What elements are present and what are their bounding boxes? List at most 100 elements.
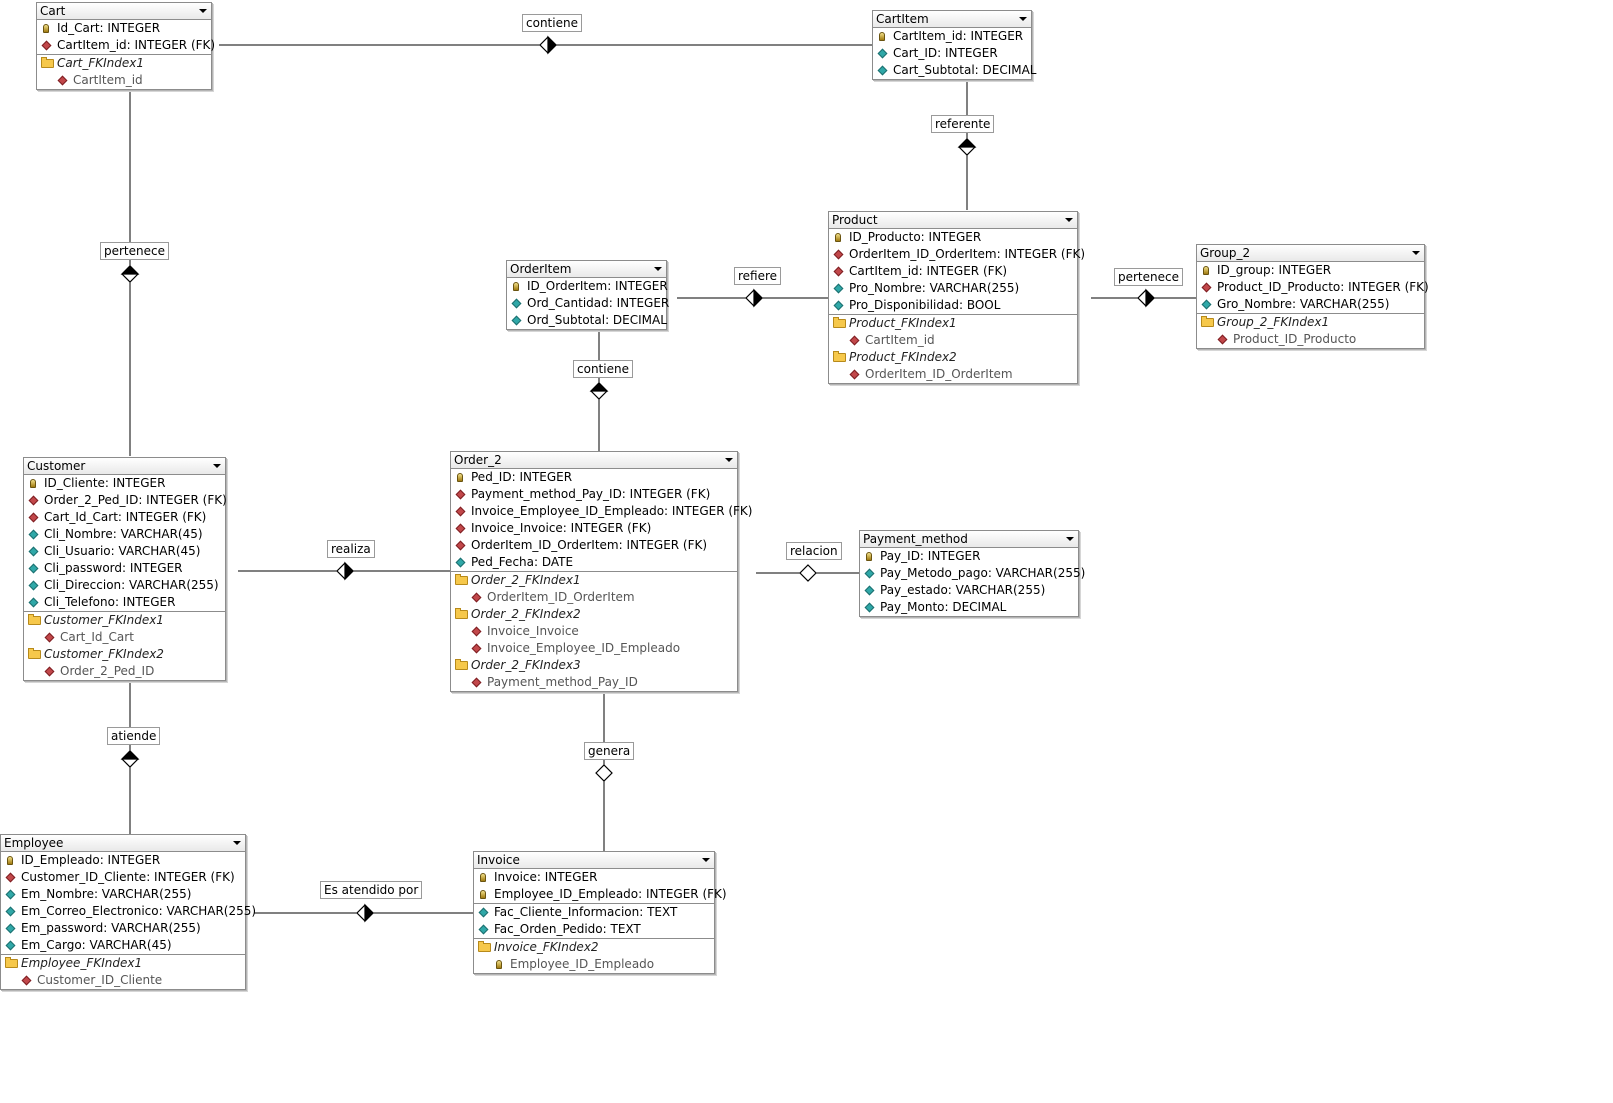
table-header[interactable]: Payment_method	[860, 531, 1078, 548]
column-row[interactable]: Cli_Telefono: INTEGER	[24, 594, 225, 611]
index-column-row[interactable]: OrderItem_ID_OrderItem	[829, 366, 1077, 383]
dropdown-arrow-icon[interactable]	[199, 9, 207, 13]
diamond-contiene-2	[589, 382, 609, 400]
column-row[interactable]: Order_2_Ped_ID: INTEGER (FK)	[24, 492, 227, 509]
index-row[interactable]: Product_FKIndex1	[829, 314, 1077, 332]
column-row[interactable]: Em_Nombre: VARCHAR(255)	[1, 886, 245, 903]
dropdown-arrow-icon[interactable]	[702, 858, 710, 862]
column-row[interactable]: Cli_password: INTEGER	[24, 560, 225, 577]
column-row[interactable]: Cli_Direccion: VARCHAR(255)	[24, 577, 225, 594]
column-row[interactable]: Em_Cargo: VARCHAR(45)	[1, 937, 245, 954]
table-header[interactable]: OrderItem	[507, 261, 666, 278]
index-row[interactable]: Customer_FKIndex2	[24, 646, 225, 663]
column-row[interactable]: Ped_ID: INTEGER	[451, 469, 737, 486]
column-row[interactable]: ID_Cliente: INTEGER	[24, 475, 225, 492]
column-row[interactable]: Cart_Id_Cart: INTEGER (FK)	[24, 509, 225, 526]
column-row[interactable]: Pay_ID: INTEGER	[860, 548, 1078, 565]
index-row[interactable]: Customer_FKIndex1	[24, 611, 225, 629]
dropdown-arrow-icon[interactable]	[1019, 17, 1027, 21]
column-row[interactable]: Ped_Fecha: DATE	[451, 554, 737, 571]
dropdown-arrow-icon[interactable]	[1066, 537, 1074, 541]
column-row[interactable]: Em_Correo_Electronico: VARCHAR(255)	[1, 903, 256, 920]
column-row[interactable]: Product_ID_Producto: INTEGER (FK)	[1197, 279, 1429, 296]
index-column-row[interactable]: OrderItem_ID_OrderItem	[451, 589, 737, 606]
index-column-row[interactable]: Customer_ID_Cliente	[1, 972, 245, 989]
column-row[interactable]: Payment_method_Pay_ID: INTEGER (FK)	[451, 486, 737, 503]
table-header[interactable]: CartItem	[873, 11, 1031, 28]
index-column-row[interactable]: Invoice_Invoice	[451, 623, 737, 640]
dropdown-arrow-icon[interactable]	[213, 464, 221, 468]
column-row[interactable]: Invoice_Invoice: INTEGER (FK)	[451, 520, 737, 537]
column-row[interactable]: CartItem_id: INTEGER (FK)	[829, 263, 1077, 280]
table-header[interactable]: Group_2	[1197, 245, 1424, 262]
column-row[interactable]: Pro_Disponibilidad: BOOL	[829, 297, 1077, 314]
column-row[interactable]: Invoice_Employee_ID_Empleado: INTEGER (F…	[451, 503, 752, 520]
dropdown-arrow-icon[interactable]	[233, 841, 241, 845]
column-row[interactable]: Employee_ID_Empleado: INTEGER (FK)	[474, 886, 727, 903]
column-row[interactable]: Ord_Subtotal: DECIMAL	[507, 312, 667, 329]
index-column-row[interactable]: Product_ID_Producto	[1197, 331, 1424, 348]
index-column-row[interactable]: Payment_method_Pay_ID	[451, 674, 737, 691]
index-column-row[interactable]: Invoice_Employee_ID_Empleado	[451, 640, 737, 657]
table-header[interactable]: Invoice	[474, 852, 714, 869]
column-row[interactable]: ID_Producto: INTEGER	[829, 229, 1077, 246]
index-column-row[interactable]: CartItem_id	[829, 332, 1077, 349]
column-row[interactable]: Cli_Usuario: VARCHAR(45)	[24, 543, 225, 560]
table-header[interactable]: Product	[829, 212, 1077, 229]
column-row[interactable]: Em_password: VARCHAR(255)	[1, 920, 245, 937]
column-row[interactable]: ID_OrderItem: INTEGER	[507, 278, 668, 295]
column-row[interactable]: CartItem_id: INTEGER	[873, 28, 1031, 45]
column-row[interactable]: Pay_Monto: DECIMAL	[860, 599, 1078, 616]
column-row[interactable]: Pay_Metodo_pago: VARCHAR(255)	[860, 565, 1085, 582]
column-row[interactable]: Cart_Subtotal: DECIMAL	[873, 62, 1037, 79]
column-row[interactable]: OrderItem_ID_OrderItem: INTEGER (FK)	[829, 246, 1085, 263]
dropdown-arrow-icon[interactable]	[1412, 251, 1420, 255]
column-row[interactable]: ID_group: INTEGER	[1197, 262, 1424, 279]
column-row[interactable]: ID_Empleado: INTEGER	[1, 852, 245, 869]
column-row[interactable]: OrderItem_ID_OrderItem: INTEGER (FK)	[451, 537, 737, 554]
index-row[interactable]: Order_2_FKIndex1	[451, 571, 737, 589]
column-row[interactable]: Pay_estado: VARCHAR(255)	[860, 582, 1078, 599]
index-column-row[interactable]: Employee_ID_Empleado	[474, 956, 714, 973]
column-row[interactable]: Invoice: INTEGER	[474, 869, 714, 886]
table-header[interactable]: Order_2	[451, 452, 737, 469]
table-header[interactable]: Customer	[24, 458, 225, 475]
table-header[interactable]: Employee	[1, 835, 245, 852]
column-row[interactable]: Fac_Orden_Pedido: TEXT	[474, 921, 714, 938]
index-row[interactable]: Group_2_FKIndex1	[1197, 313, 1424, 331]
dropdown-arrow-icon[interactable]	[725, 458, 733, 462]
index-row[interactable]: Employee_FKIndex1	[1, 954, 245, 972]
column-row[interactable]: Id_Cart: INTEGER	[37, 20, 211, 37]
relation-label-genera: genera	[584, 742, 635, 760]
index-column-row[interactable]: Cart_Id_Cart	[24, 629, 225, 646]
column-row[interactable]: Ord_Cantidad: INTEGER	[507, 295, 669, 312]
index-row[interactable]: Order_2_FKIndex2	[451, 606, 737, 623]
index-column-row[interactable]: Order_2_Ped_ID	[24, 663, 225, 680]
table-header[interactable]: Cart	[37, 3, 211, 20]
index-row[interactable]: Order_2_FKIndex3	[451, 657, 737, 674]
column-row[interactable]: Cart_ID: INTEGER	[873, 45, 1031, 62]
index-row[interactable]: Cart_FKIndex1	[37, 54, 211, 72]
column-row[interactable]: CartItem_id: INTEGER (FK)	[37, 37, 215, 54]
column-row[interactable]: Cli_Nombre: VARCHAR(45)	[24, 526, 225, 543]
dropdown-arrow-icon[interactable]	[1065, 218, 1073, 222]
index-column-row[interactable]: CartItem_id	[37, 72, 211, 89]
index-row[interactable]: Product_FKIndex2	[829, 349, 1077, 366]
column-row[interactable]: Gro_Nombre: VARCHAR(255)	[1197, 296, 1424, 313]
column-row[interactable]: Pro_Nombre: VARCHAR(255)	[829, 280, 1077, 297]
row-text: Employee_FKIndex1	[21, 956, 143, 970]
column-row[interactable]: Fac_Cliente_Informacion: TEXT	[474, 903, 714, 921]
column-row[interactable]: Customer_ID_Cliente: INTEGER (FK)	[1, 869, 245, 886]
dropdown-arrow-icon[interactable]	[654, 267, 662, 271]
index-row[interactable]: Invoice_FKIndex2	[474, 938, 714, 956]
